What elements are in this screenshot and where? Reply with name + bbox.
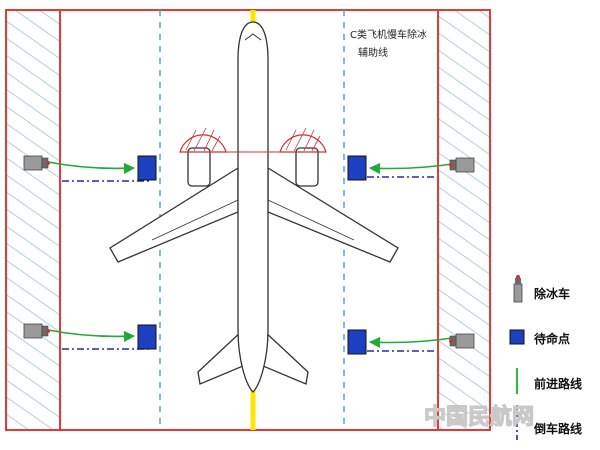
right-engine: [295, 147, 319, 187]
left-engine: [187, 147, 211, 187]
deicing-vehicle-icon: [513, 275, 523, 303]
standby-points: [137, 155, 367, 355]
standby-point-top-left: [137, 155, 157, 181]
left-hatched-zone: [6, 10, 60, 430]
aircraft: [109, 21, 399, 393]
diagram-title-line1: C类飞机慢车除冰: [350, 28, 427, 41]
standby-point-bottom-right: [347, 329, 367, 355]
left-wing: [109, 166, 239, 263]
forward-route-bottom-left: [47, 329, 136, 343]
legend: 除冰车 待命点 前进路线 倒车路线: [509, 275, 582, 440]
reverse-routes: [62, 176, 436, 352]
deicing-vehicle-top-left: [23, 155, 50, 171]
forward-route-top-left: [47, 161, 136, 175]
deicing-vehicle-top-right: [449, 157, 475, 173]
right-hatched-zone: [438, 10, 490, 430]
right-engine-zone: [279, 134, 327, 153]
forward-routes: [47, 161, 453, 349]
deicing-vehicles: [23, 155, 475, 349]
outer-boundary: [5, 9, 491, 431]
left-stabilizer: [197, 328, 244, 385]
blue-square-icon: [509, 329, 525, 345]
legend-label-deicing-vehicle: 除冰车: [534, 286, 570, 301]
diagram-title-line2: 辅助线: [358, 46, 388, 59]
right-stabilizer: [262, 328, 309, 385]
deicing-vehicle-bottom-left: [23, 323, 50, 339]
fuselage: [237, 21, 269, 393]
legend-label-forward-route: 前进路线: [534, 376, 582, 391]
legend-label-standby-point: 待命点: [534, 331, 570, 346]
deicing-vehicle-bottom-right: [449, 333, 475, 349]
legend-label-reverse-route: 倒车路线: [533, 421, 582, 436]
watermark: 中国民航网: [424, 404, 534, 430]
engine-danger-zones: [179, 127, 327, 153]
standby-point-bottom-left: [137, 324, 157, 350]
forward-route-top-right: [368, 162, 453, 175]
left-engine-zone: [179, 134, 227, 153]
standby-point-top-right: [347, 155, 367, 181]
forward-route-bottom-right: [368, 336, 453, 349]
right-wing: [267, 166, 399, 263]
